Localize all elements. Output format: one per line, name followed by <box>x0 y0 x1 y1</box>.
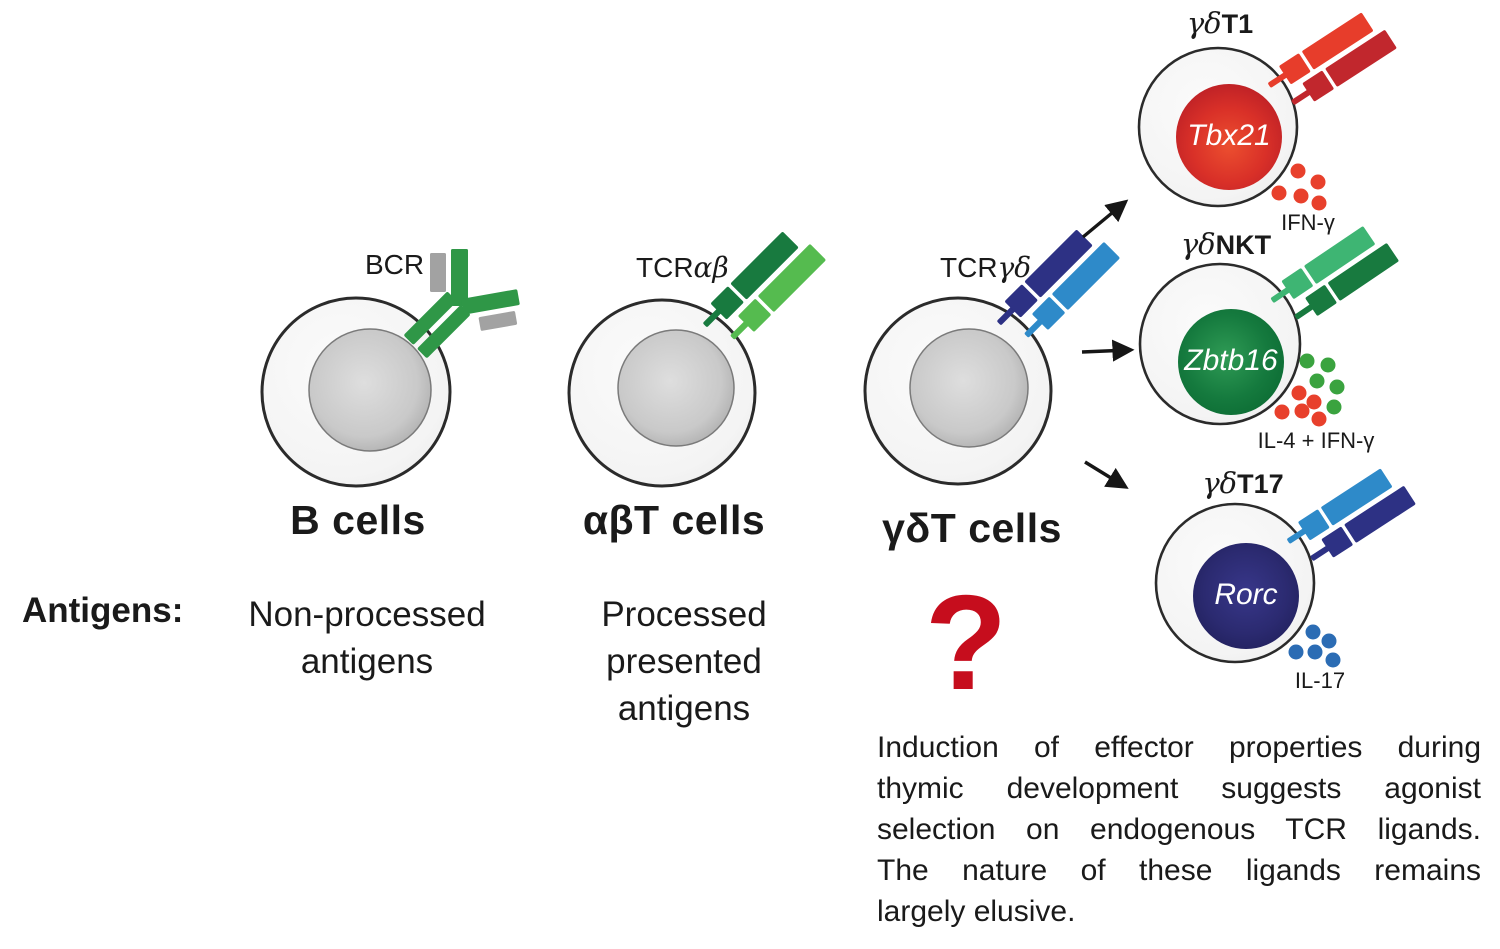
antigens-abt-cells: Processed presented antigens <box>601 591 766 732</box>
b-cells-name: B cells <box>290 497 426 543</box>
gdt1-label: γδT1 <box>1187 6 1253 40</box>
b-cell-body <box>260 296 452 488</box>
antigens-abt-line1: Processed <box>601 595 767 634</box>
gdnkt-cell-body <box>1138 262 1302 426</box>
antigens-b-line1: Non-processed <box>248 595 486 634</box>
gene-zbtb16: Zbtb16 <box>1184 344 1278 377</box>
gdt-cell-nucleus <box>909 328 1029 448</box>
gdt17-label-rest: T17 <box>1237 469 1284 499</box>
tcr-alphabeta-label: TCRαβ <box>636 251 729 284</box>
abt-cells-name: αβT cells <box>582 497 766 543</box>
unknown-antigen-question-mark: ? <box>924 567 1008 718</box>
note-line-2: thymic development suggests agonist <box>877 772 1481 805</box>
gene-tbx21: Tbx21 <box>1187 119 1271 152</box>
gdt1-nucleus-tbx21 <box>1176 84 1282 190</box>
gdt17-label: γδT17 <box>1202 466 1283 500</box>
arrow-to-gdt17 <box>1084 460 1129 489</box>
ifn-gamma-label: IFN-γ <box>1281 210 1335 235</box>
b-cell-nucleus <box>308 328 432 452</box>
thymic-development-note: Induction of effector properties during … <box>877 727 1481 932</box>
antigens-abt-line2: presented <box>606 642 762 681</box>
arrow-to-gdt1 <box>1081 199 1129 239</box>
il4-ifn-gamma-dots <box>1274 353 1345 427</box>
gdt-cells-name: γδT cells <box>882 505 1062 551</box>
tcr-gammadelta-label-greek: γδ <box>997 251 1032 284</box>
gdnkt-nucleus-zbtb16 <box>1178 309 1284 415</box>
bcr-heavy-arm-horizontal <box>461 289 520 315</box>
il17-dots <box>1288 624 1341 668</box>
tcr-alphabeta-label-prefix: TCR <box>636 252 694 283</box>
il17-label: IL-17 <box>1294 668 1346 693</box>
bcr-antibody <box>404 249 520 358</box>
bcr-light-chain-vertical <box>430 253 446 292</box>
gdnkt-label-greek: γδ <box>1180 227 1216 261</box>
note-line-3: selection on endogenous TCR ligands. <box>877 813 1481 846</box>
arrow-to-gdnkt <box>1081 339 1135 362</box>
gdnkt-label: γδNKT <box>1181 227 1271 261</box>
antigens-abt-line3: antigens <box>617 689 751 728</box>
ifn-gamma-dots <box>1271 163 1327 211</box>
gdnkt-label-rest: NKT <box>1215 230 1272 260</box>
gdt17-cell-body <box>1154 502 1316 664</box>
abt-cell-nucleus <box>617 329 735 447</box>
bcr-heavy-arm-vertical <box>451 249 468 306</box>
gdt1-cell-body <box>1137 46 1299 208</box>
gdt1-label-rest: T1 <box>1221 9 1254 39</box>
tcr-gammadelta-label-prefix: TCR <box>940 252 998 283</box>
antigens-b-cells: Non-processed antigens <box>248 591 485 685</box>
note-line-4: The nature of these ligands remains <box>877 854 1481 887</box>
note-line-1: Induction of effector properties during <box>877 731 1481 764</box>
gene-rorc: Rorc <box>1214 578 1278 611</box>
bcr-light-chain-horizontal <box>478 311 518 331</box>
gdt17-nucleus-rorc <box>1193 543 1299 649</box>
gdt1-label-greek: γδ <box>1186 6 1222 40</box>
tcr-alphabeta-label-greek: αβ <box>693 251 729 284</box>
antigens-heading: Antigens: <box>22 591 184 630</box>
abt-cell-body <box>567 298 757 488</box>
note-line-5: largely elusive. <box>877 895 1076 928</box>
differentiation-arrows <box>1081 199 1135 489</box>
gdt17-label-greek: γδ <box>1202 466 1238 500</box>
bcr-label: BCR <box>365 249 425 280</box>
il4-ifn-gamma-label: IL-4 + IFN-γ <box>1257 428 1375 453</box>
gdt-cell-body <box>863 296 1053 486</box>
antigens-b-line2: antigens <box>300 642 434 681</box>
tcr-gammadelta-label: TCRγδ <box>940 251 1031 284</box>
